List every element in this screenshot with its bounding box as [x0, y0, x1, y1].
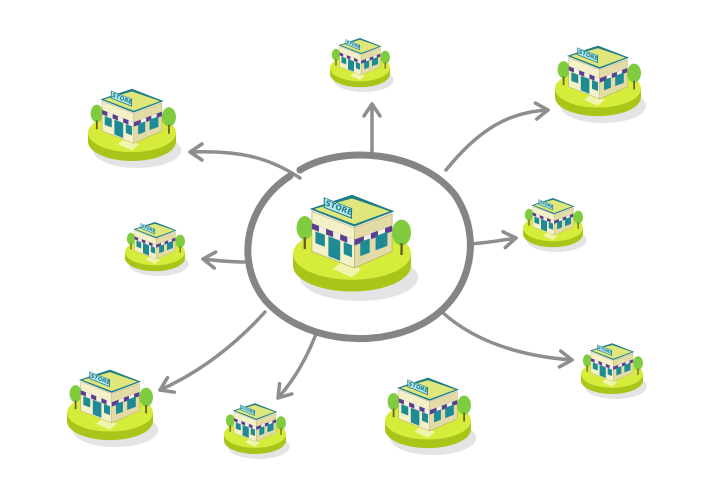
stores-layer: STORE STORE STORE STORE STORE STORE STORE STORE… [66, 37, 648, 460]
arrows-layer [158, 101, 574, 400]
arrow-to-top-right [444, 101, 550, 172]
store-sign-label: STORE [240, 405, 256, 415]
store-bottom-right: STORE [580, 342, 648, 400]
store-icon [87, 88, 182, 169]
store-sign-label: STORE [597, 345, 613, 355]
store-right: STORE [522, 197, 587, 253]
store-top-right: STORE [554, 45, 647, 124]
store-icon [384, 377, 477, 456]
arrow-to-bottom-right [440, 310, 574, 369]
hub-ring [244, 151, 474, 343]
store-bottom-left: STORE [66, 369, 159, 448]
store-icon [554, 45, 647, 124]
store-icon [124, 221, 189, 277]
store-left: STORE [124, 221, 189, 277]
store-sign-label: STORE [539, 199, 555, 209]
arrow-to-bottom-left [158, 310, 267, 394]
store-icon [580, 342, 648, 400]
store-bottom-mid-left: STORE [223, 402, 291, 460]
store-icon [522, 197, 587, 253]
store-icon [66, 369, 159, 448]
store-bottom-mid-right: STORE [384, 377, 477, 456]
store-center: STORE [292, 194, 419, 302]
arrow-to-right [468, 229, 518, 250]
store-sign-label: STORE [346, 39, 362, 49]
arrow-to-top-left [188, 142, 302, 180]
store-icon [329, 37, 394, 93]
arrow-to-left [201, 250, 248, 270]
arrow-to-top [362, 102, 382, 157]
hub-ring-layer [244, 151, 474, 343]
store-icon [223, 402, 291, 460]
store-icon [292, 194, 419, 302]
store-top-left: STORE [87, 88, 182, 169]
store-top: STORE [329, 37, 394, 93]
arrow-to-bottom-mid-left [276, 332, 318, 400]
store-sign-label: STORE [141, 223, 157, 233]
